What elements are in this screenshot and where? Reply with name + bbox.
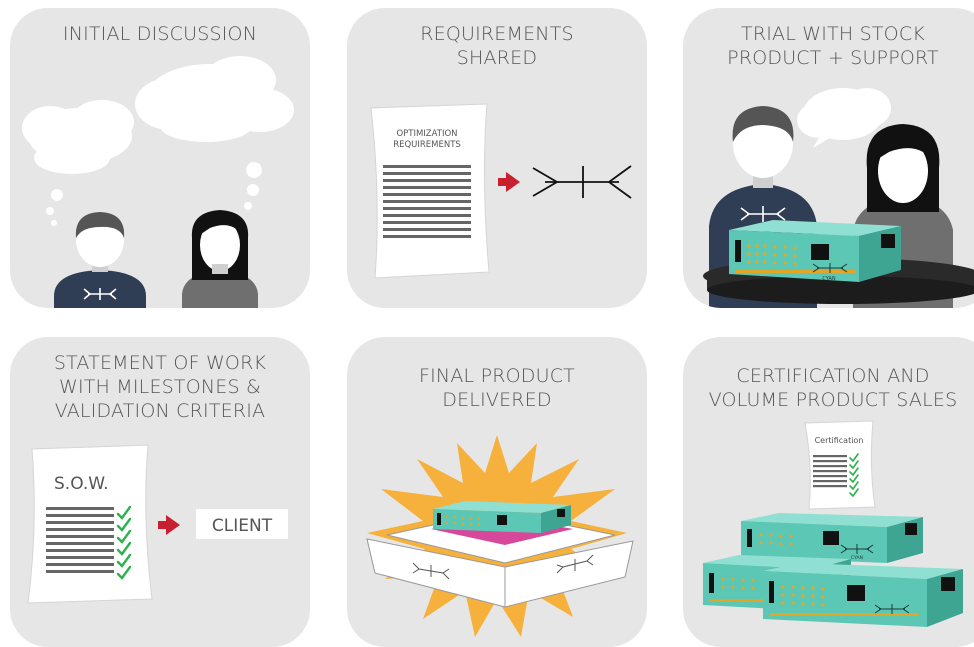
step-final-product-delivered: FINAL PRODUCT DELIVERED <box>347 337 647 647</box>
step-requirements-shared: REQUIREMENTS SHARED OPTIMIZATION REQUIRE… <box>347 8 647 308</box>
check-icon <box>116 505 132 580</box>
step-title: REQUIREMENTS SHARED <box>347 22 647 70</box>
logo-icon <box>812 263 848 273</box>
device-icon: CYAN <box>729 220 901 282</box>
title-line: REQUIREMENTS <box>420 23 574 45</box>
title-line: CERTIFICATION AND <box>736 365 930 387</box>
title-line: PRODUCT + SUPPORT <box>727 47 939 69</box>
document-icon: S.O.W. <box>27 444 153 604</box>
client-box <box>196 509 288 539</box>
device-label: CYAN <box>851 555 863 561</box>
doc-label: Certification <box>815 436 864 445</box>
doc-title-line: OPTIMIZATION <box>396 129 457 139</box>
title-line: FINAL PRODUCT <box>419 365 575 387</box>
thought-bubble-icon <box>135 56 294 210</box>
title-line: SHARED <box>456 47 538 69</box>
sow-illustration: S.O.W. CLIENT <box>27 444 288 604</box>
device-icon <box>763 563 963 627</box>
logo-icon <box>412 562 450 580</box>
title-line: VOLUME PRODUCT SALES <box>708 389 958 411</box>
trial-illustration: CYAN <box>703 88 974 308</box>
step-title: FINAL PRODUCT DELIVERED <box>347 364 647 412</box>
logo-icon <box>874 604 910 614</box>
doc-label: S.O.W. <box>54 474 109 494</box>
person-icon <box>182 210 258 308</box>
logo-icon <box>740 206 786 222</box>
logo-icon <box>840 544 874 554</box>
device-icon: CYAN <box>741 513 923 563</box>
step-title: INITIAL DISCUSSION <box>10 22 310 46</box>
step-title: CERTIFICATION AND VOLUME PRODUCT SALES <box>683 364 974 412</box>
arrow-right-icon <box>498 172 520 192</box>
step-certification-volume-sales: CERTIFICATION AND VOLUME PRODUCT SALES C… <box>683 337 974 647</box>
step-trial-stock-product: TRIAL WITH STOCK PRODUCT + SUPPORT <box>683 8 974 308</box>
step-title: STATEMENT OF WORK WITH MILESTONES & VALI… <box>10 351 310 423</box>
thought-bubble-icon <box>22 100 134 226</box>
logo-icon <box>532 165 632 199</box>
thought-bubble-icon <box>797 88 891 148</box>
step-title: TRIAL WITH STOCK PRODUCT + SUPPORT <box>683 22 974 70</box>
title-line: WITH MILESTONES & <box>58 376 262 398</box>
final-product-illustration <box>366 435 634 637</box>
logo-icon <box>556 554 594 574</box>
initial-discussion-illustration <box>22 56 294 308</box>
title-line: VALIDATION CRITERIA <box>54 400 266 422</box>
arrow-right-icon <box>158 515 180 535</box>
requirements-illustration: OPTIMIZATION REQUIREMENTS <box>370 103 632 279</box>
step-statement-of-work: STATEMENT OF WORK WITH MILESTONES & VALI… <box>10 337 310 647</box>
device-icon <box>433 501 571 533</box>
check-icon <box>849 453 859 498</box>
document-icon: Certification <box>804 420 876 510</box>
certification-illustration: Certification <box>703 420 963 627</box>
step-initial-discussion: INITIAL DISCUSSION <box>10 8 310 308</box>
device-label: CYAN <box>822 276 835 282</box>
title-line: STATEMENT OF WORK <box>53 352 267 374</box>
title-line: TRIAL WITH STOCK <box>741 23 925 45</box>
document-icon: OPTIMIZATION REQUIREMENTS <box>370 103 490 279</box>
title-line: DELIVERED <box>442 389 552 411</box>
client-label: CLIENT <box>212 516 273 536</box>
person-icon <box>54 212 146 308</box>
title-line: INITIAL DISCUSSION <box>62 23 258 45</box>
logo-icon <box>83 288 117 300</box>
doc-title-line: REQUIREMENTS <box>393 140 461 150</box>
